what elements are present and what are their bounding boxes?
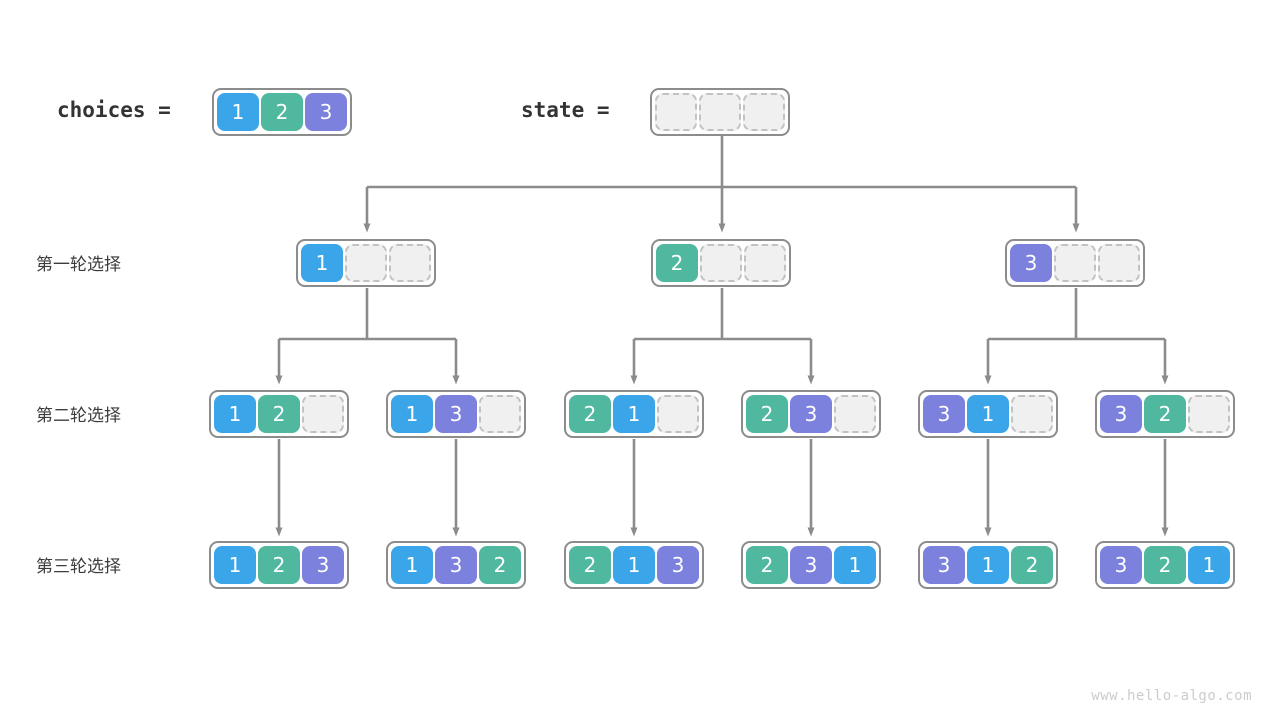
level2-1-cell-0: 1: [391, 395, 433, 433]
level3-0-cell-2: 3: [302, 546, 344, 584]
level2-2-cell-1: 1: [613, 395, 655, 433]
round-label-3: 第三轮选择: [36, 557, 121, 577]
state-array: [650, 88, 790, 136]
level3-3-cell-2: 1: [834, 546, 876, 584]
tree-node-level1-1: 2: [651, 239, 791, 287]
level2-2-cell-2: [657, 395, 699, 433]
tree-node-level1-0: 1: [296, 239, 436, 287]
choices-cell-1: 2: [261, 93, 303, 131]
level2-3-cell-2: [834, 395, 876, 433]
level1-2-cell-1: [1054, 244, 1096, 282]
state-cell-1: [699, 93, 741, 131]
watermark: www.hello-algo.com: [1091, 688, 1252, 704]
choices-label: choices =: [57, 98, 171, 122]
state-cell-2: [743, 93, 785, 131]
level2-4-cell-1: 1: [967, 395, 1009, 433]
level3-5-cell-1: 2: [1144, 546, 1186, 584]
level3-1-cell-2: 2: [479, 546, 521, 584]
level3-3-cell-1: 3: [790, 546, 832, 584]
level2-3-cell-0: 2: [746, 395, 788, 433]
tree-node-level1-2: 3: [1005, 239, 1145, 287]
level3-4-cell-2: 2: [1011, 546, 1053, 584]
level3-5-cell-2: 1: [1188, 546, 1230, 584]
level1-2-cell-0: 3: [1010, 244, 1052, 282]
level2-5-cell-1: 2: [1144, 395, 1186, 433]
level3-5-cell-0: 3: [1100, 546, 1142, 584]
level3-0-cell-0: 1: [214, 546, 256, 584]
level1-0-cell-0: 1: [301, 244, 343, 282]
level3-2-cell-0: 2: [569, 546, 611, 584]
level2-3-cell-1: 3: [790, 395, 832, 433]
level2-4-cell-2: [1011, 395, 1053, 433]
level3-2-cell-1: 1: [613, 546, 655, 584]
level3-2-cell-2: 3: [657, 546, 699, 584]
round-label-2: 第二轮选择: [36, 406, 121, 426]
level3-0-cell-1: 2: [258, 546, 300, 584]
level1-1-cell-2: [744, 244, 786, 282]
level2-0-cell-2: [302, 395, 344, 433]
level2-0-cell-0: 1: [214, 395, 256, 433]
level2-5-cell-0: 3: [1100, 395, 1142, 433]
level2-4-cell-0: 3: [923, 395, 965, 433]
level2-2-cell-0: 2: [569, 395, 611, 433]
level3-4-cell-0: 3: [923, 546, 965, 584]
choices-cell-0: 1: [217, 93, 259, 131]
round-label-1: 第一轮选择: [36, 255, 121, 275]
state-cell-0: [655, 93, 697, 131]
level3-1-cell-0: 1: [391, 546, 433, 584]
state-label: state =: [521, 98, 610, 122]
level2-5-cell-2: [1188, 395, 1230, 433]
level3-1-cell-1: 3: [435, 546, 477, 584]
level2-0-cell-1: 2: [258, 395, 300, 433]
level2-1-cell-1: 3: [435, 395, 477, 433]
level1-1-cell-0: 2: [656, 244, 698, 282]
level1-2-cell-2: [1098, 244, 1140, 282]
level3-4-cell-1: 1: [967, 546, 1009, 584]
level1-0-cell-2: [389, 244, 431, 282]
level1-1-cell-1: [700, 244, 742, 282]
level3-3-cell-0: 2: [746, 546, 788, 584]
level2-1-cell-2: [479, 395, 521, 433]
choices-cell-2: 3: [305, 93, 347, 131]
level1-0-cell-1: [345, 244, 387, 282]
